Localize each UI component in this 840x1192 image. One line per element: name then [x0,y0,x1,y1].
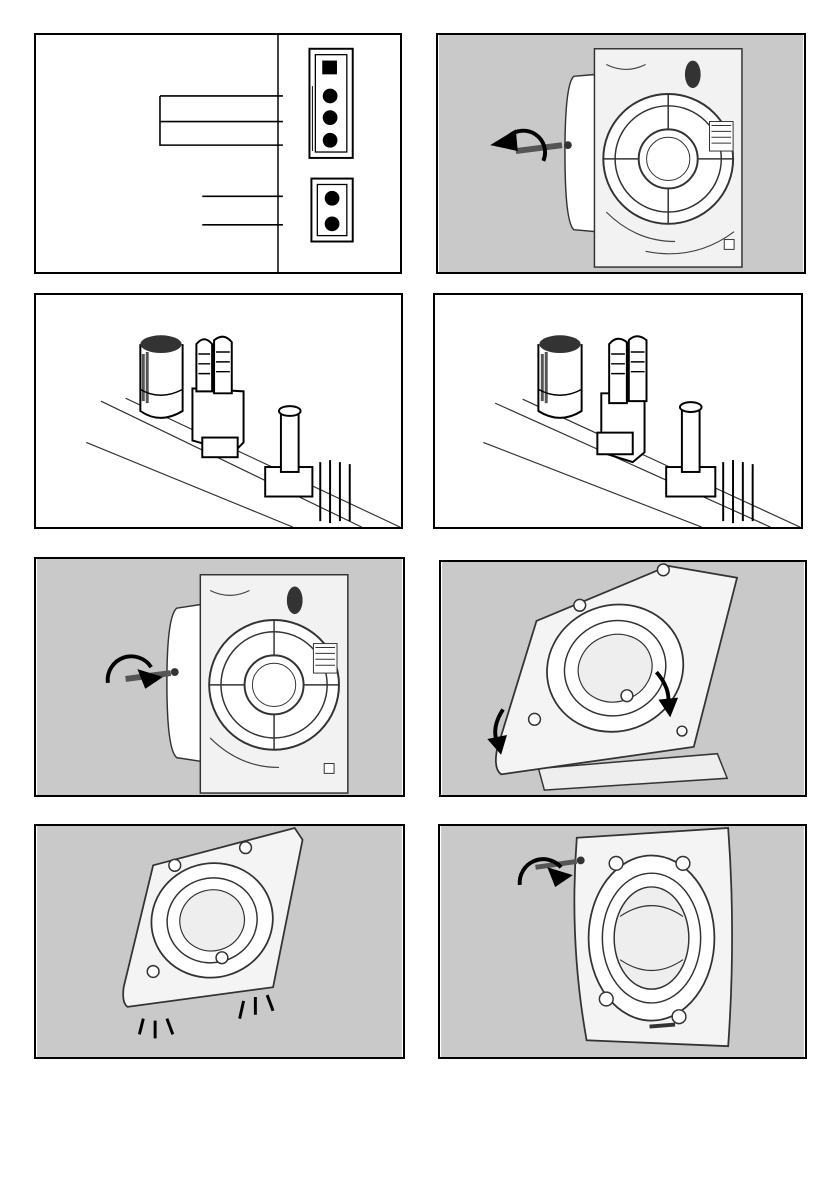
terminal-block-2-pin-icon [311,179,352,242]
refit-cover-screw-illustration [36,559,403,795]
hook-cover-bottom-panel [439,560,807,797]
jumper-position-b-panel [433,293,803,529]
remove-cover-screw-panel [436,33,806,274]
fan-front-cover-icon [574,828,732,1046]
capacitor-icon [140,335,182,418]
terminal-block-3-pin-icon [309,49,352,158]
press-cover-click-illustration [36,826,403,1057]
wiring-diagram-panel [34,33,402,274]
fan-back-plate-icon [167,575,348,793]
jumper-position-b-illustration [435,295,801,527]
tighten-front-screw-panel [438,824,807,1059]
hook-cover-bottom-illustration [441,562,805,795]
press-cover-click-panel [34,824,405,1059]
jumper-position-a-panel [34,293,403,529]
remove-cover-screw-illustration [438,35,804,272]
wiring-diagram [36,35,400,272]
refit-cover-screw-panel [34,557,405,797]
tighten-front-screw-illustration [440,826,805,1057]
jumper-position-a-illustration [36,295,401,527]
capacitor-icon [538,335,581,418]
